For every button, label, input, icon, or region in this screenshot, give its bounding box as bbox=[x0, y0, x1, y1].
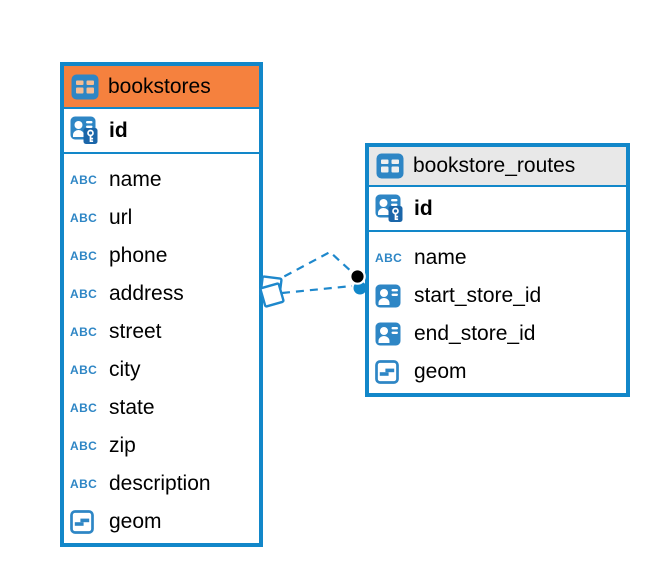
text-type-icon: ABC bbox=[70, 249, 98, 263]
field-name: city bbox=[109, 358, 141, 381]
text-type-icon: ABC bbox=[375, 251, 403, 265]
table-row-primary-key[interactable]: id bbox=[369, 187, 626, 232]
text-type-icon: ABC bbox=[70, 363, 98, 377]
field-name: address bbox=[109, 282, 184, 305]
table-row[interactable]: geom bbox=[64, 503, 259, 541]
relationship-line[interactable] bbox=[271, 250, 355, 284]
field-name: end_store_id bbox=[414, 322, 536, 345]
primary-key-icon bbox=[375, 194, 405, 224]
field-name: url bbox=[109, 206, 133, 229]
table-row[interactable]: ABC phone bbox=[64, 237, 259, 275]
table-row[interactable]: ABC description bbox=[64, 465, 259, 503]
geometry-type-icon bbox=[70, 510, 94, 534]
table-row[interactable]: geom bbox=[369, 353, 626, 391]
field-name: name bbox=[109, 168, 162, 191]
one-end-marker[interactable] bbox=[349, 268, 366, 285]
table-row-primary-key[interactable]: id bbox=[64, 109, 259, 154]
table-row[interactable]: ABC city bbox=[64, 351, 259, 389]
text-type-icon: ABC bbox=[70, 287, 98, 301]
relationship-line[interactable] bbox=[281, 284, 353, 295]
field-name: state bbox=[109, 396, 155, 419]
table-title: bookstores bbox=[108, 74, 211, 98]
reference-type-icon bbox=[375, 284, 401, 308]
field-list: ABC name start_store_id end_store_id geo… bbox=[369, 232, 626, 393]
field-name: geom bbox=[109, 510, 162, 533]
table-row[interactable]: ABC zip bbox=[64, 427, 259, 465]
table-row[interactable]: ABC url bbox=[64, 199, 259, 237]
text-type-icon: ABC bbox=[70, 439, 98, 453]
field-name: start_store_id bbox=[414, 284, 542, 307]
text-type-icon: ABC bbox=[70, 325, 98, 339]
text-type-icon: ABC bbox=[70, 401, 98, 415]
table-row[interactable]: end_store_id bbox=[369, 315, 626, 353]
table-row[interactable]: ABC street bbox=[64, 313, 259, 351]
geometry-type-icon bbox=[375, 360, 399, 384]
table-bookstores[interactable]: bookstores id ABC name ABC url ABC phone… bbox=[60, 62, 263, 547]
field-name: name bbox=[414, 246, 467, 269]
table-row[interactable]: ABC name bbox=[64, 161, 259, 199]
table-icon bbox=[376, 153, 404, 179]
table-row[interactable]: start_store_id bbox=[369, 277, 626, 315]
reference-type-icon bbox=[375, 322, 401, 346]
table-title: bookstore_routes bbox=[413, 154, 576, 177]
table-row[interactable]: ABC state bbox=[64, 389, 259, 427]
field-name: id bbox=[109, 118, 128, 142]
primary-key-icon bbox=[70, 116, 100, 146]
field-name: phone bbox=[109, 244, 168, 267]
field-name: id bbox=[414, 196, 433, 220]
table-header-bookstore-routes[interactable]: bookstore_routes bbox=[369, 147, 626, 187]
table-header-bookstores[interactable]: bookstores bbox=[64, 66, 259, 109]
field-name: geom bbox=[414, 360, 467, 383]
table-row[interactable]: ABC name bbox=[369, 239, 626, 277]
field-name: street bbox=[109, 320, 162, 343]
text-type-icon: ABC bbox=[70, 211, 98, 225]
text-type-icon: ABC bbox=[70, 477, 98, 491]
field-list: ABC name ABC url ABC phone ABC address A… bbox=[64, 154, 259, 543]
many-end-marker[interactable] bbox=[259, 275, 285, 308]
table-icon bbox=[71, 74, 99, 100]
text-type-icon: ABC bbox=[70, 173, 98, 187]
field-name: description bbox=[109, 472, 211, 495]
table-bookstore-routes[interactable]: bookstore_routes id ABC name start_store… bbox=[365, 143, 630, 397]
table-row[interactable]: ABC address bbox=[64, 275, 259, 313]
field-name: zip bbox=[109, 434, 136, 457]
